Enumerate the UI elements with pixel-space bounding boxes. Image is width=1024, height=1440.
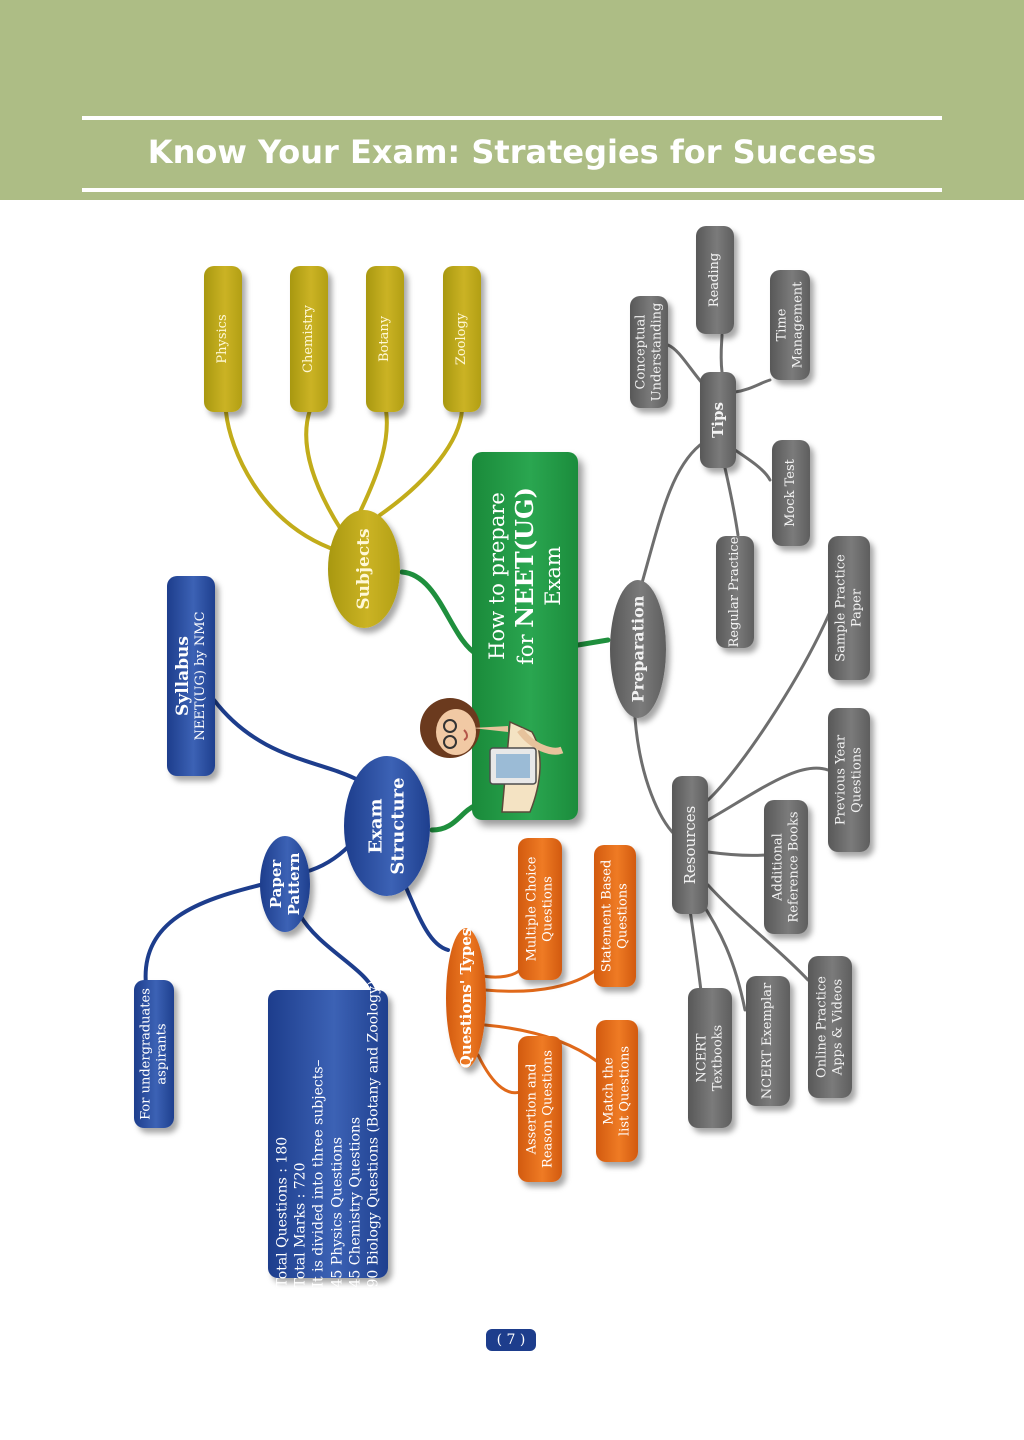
question-types-node[interactable]: Questions' Types	[446, 928, 486, 1068]
tip-regular-practice-label: Regular Practice	[727, 536, 743, 648]
resource-ncert-exemplar[interactable]: NCERT Exemplar	[746, 976, 790, 1106]
center-line-2-prefix: for	[514, 627, 538, 665]
audience-box[interactable]: For undergraduates aspirants	[134, 980, 174, 1128]
question-assertion-reason[interactable]: Assertion and Reason Questions	[518, 1036, 562, 1182]
syllabus-box[interactable]: Syllabus NEET(UG) by NMC	[167, 576, 215, 776]
tip-regular-practice[interactable]: Regular Practice	[716, 536, 754, 648]
resource-sample-practice-paper[interactable]: Sample Practice Paper	[828, 536, 870, 680]
syllabus-title: Syllabus	[173, 636, 194, 716]
resource-online-practice-label: Online Practice Apps & Videos	[814, 976, 845, 1078]
resource-ncert-exemplar-label: NCERT Exemplar	[760, 982, 776, 1100]
audience-text: For undergraduates aspirants	[138, 988, 169, 1120]
resource-additional-reference-books[interactable]: Additional Reference Books	[764, 800, 808, 934]
resource-online-practice[interactable]: Online Practice Apps & Videos	[808, 956, 852, 1098]
exam-structure-label: Exam Structure	[365, 777, 408, 875]
tip-time-management[interactable]: Time Management	[770, 270, 810, 380]
subject-chemistry[interactable]: Chemistry	[290, 266, 328, 412]
header-rule-bottom	[82, 188, 942, 192]
header-banner: Know Your Exam: Strategies for Success	[0, 0, 1024, 200]
paper-detail: 45 Chemistry Questions	[347, 1116, 364, 1288]
tip-reading[interactable]: Reading	[696, 226, 734, 334]
tip-mock-test[interactable]: Mock Test	[772, 440, 810, 546]
teacher-illustration	[420, 698, 564, 813]
center-line-3: Exam	[541, 546, 565, 606]
subject-physics[interactable]: Physics	[204, 266, 242, 412]
exam-structure-node[interactable]: Exam Structure	[344, 756, 430, 896]
subject-botany[interactable]: Botany	[366, 266, 404, 412]
tip-conceptual-understanding[interactable]: Conceptual Understanding	[630, 296, 668, 408]
question-multiple-choice[interactable]: Multiple Choice Questions	[518, 838, 562, 980]
paper-pattern-label: Paper Pattern	[267, 852, 303, 916]
question-match-list-label: Match the list Questions	[601, 1046, 632, 1136]
syllabus-text: Syllabus NEET(UG) by NMC	[173, 611, 209, 740]
resource-ncert-textbooks[interactable]: NCERT Textbooks	[688, 988, 732, 1128]
center-line-2-bold: NEET(UG)	[510, 487, 539, 628]
resource-reference-books-label: Additional Reference Books	[770, 811, 801, 923]
question-statement-based-label: Statement Based Questions	[599, 859, 630, 973]
tip-conceptual-label: Conceptual Understanding	[633, 302, 664, 402]
center-node[interactable]: How to prepare for NEET(UG) Exam	[420, 452, 578, 820]
paper-detail: It is divided into three subjects–	[310, 1059, 327, 1288]
tip-time-management-label: Time Management	[774, 281, 805, 369]
tip-mock-test-label: Mock Test	[783, 459, 799, 527]
subject-chemistry-label: Chemistry	[301, 305, 317, 373]
page-number: ( 7 )	[486, 1329, 536, 1351]
paper-detail: Total Questions : 180	[274, 1136, 291, 1288]
subject-zoology[interactable]: Zoology	[443, 266, 481, 412]
resource-previous-year-questions[interactable]: Previous Year Questions	[828, 708, 870, 852]
question-match-list[interactable]: Match the list Questions	[596, 1020, 638, 1162]
question-assertion-reason-label: Assertion and Reason Questions	[524, 1050, 555, 1168]
resource-sample-paper-label: Sample Practice Paper	[833, 554, 864, 662]
preparation-label: Preparation	[628, 595, 648, 703]
paper-details-list: Total Questions : 180 Total Marks : 720 …	[273, 981, 382, 1288]
center-line-2: for NEET(UG)	[510, 487, 540, 665]
tips-node[interactable]: Tips	[700, 372, 736, 468]
page-title: Know Your Exam: Strategies for Success	[147, 133, 877, 171]
center-line-1: How to prepare	[484, 492, 509, 660]
resources-label: Resources	[681, 805, 699, 885]
paper-pattern-node[interactable]: Paper Pattern	[260, 836, 310, 932]
subjects-node-label: Subjects	[353, 528, 374, 610]
tips-label: Tips	[709, 402, 727, 438]
paper-detail: 45 Physics Questions	[329, 1137, 345, 1288]
syllabus-subtitle: NEET(UG) by NMC	[193, 611, 209, 741]
subject-links	[224, 408, 464, 550]
header-rule-top	[82, 116, 942, 120]
paper-detail: Total Marks : 720	[292, 1162, 309, 1288]
subject-botany-label: Botany	[377, 315, 393, 363]
subjects-node[interactable]: Subjects	[328, 510, 400, 628]
tip-reading-label: Reading	[707, 252, 723, 308]
paper-details-box[interactable]: Total Questions : 180 Total Marks : 720 …	[268, 981, 388, 1287]
center-node-title: How to prepare for NEET(UG) Exam	[484, 487, 567, 665]
question-types-label: Questions' Types	[457, 927, 475, 1069]
resources-node[interactable]: Resources	[672, 776, 708, 914]
subject-zoology-label: Zoology	[454, 312, 470, 366]
question-statement-based[interactable]: Statement Based Questions	[594, 845, 636, 987]
question-multiple-choice-label: Multiple Choice Questions	[524, 856, 555, 962]
resource-ncert-textbooks-label: NCERT Textbooks	[694, 1024, 725, 1092]
paper-detail: 90 Biology Questions (Botany and Zoology…	[365, 980, 382, 1288]
subject-physics-label: Physics	[215, 314, 231, 364]
preparation-node[interactable]: Preparation	[610, 580, 666, 718]
resource-previous-year-label: Previous Year Questions	[833, 734, 864, 826]
